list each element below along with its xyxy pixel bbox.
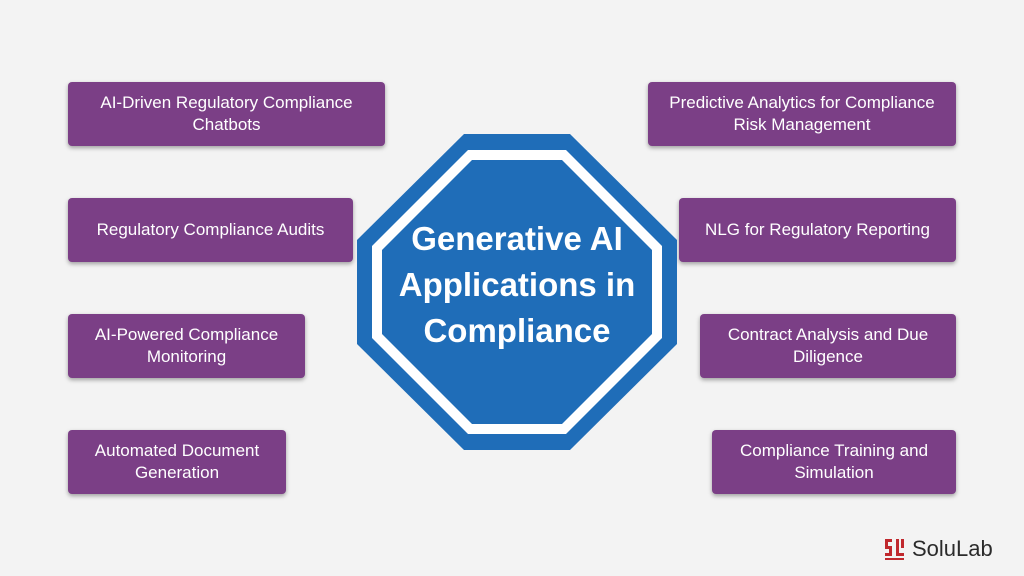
- item-left-3: AI-Powered Compliance Monitoring: [68, 314, 305, 378]
- solulab-logo: SoluLab: [884, 536, 993, 562]
- item-left-1: AI-Driven Regulatory Compliance Chatbots: [68, 82, 385, 146]
- center-title: Generative AI Applications in Compliance: [398, 220, 636, 349]
- item-right-1: Predictive Analytics for Compliance Risk…: [648, 82, 956, 146]
- item-left-4: Automated Document Generation: [68, 430, 286, 494]
- item-right-4: Compliance Training and Simulation: [712, 430, 956, 494]
- item-left-2: Regulatory Compliance Audits: [68, 198, 353, 262]
- solulab-logo-icon: [885, 539, 904, 560]
- center-octagon: Generative AI Applications in Compliance: [352, 130, 682, 454]
- item-right-2: NLG for Regulatory Reporting: [679, 198, 956, 262]
- octagon-shape: [357, 134, 677, 450]
- brand-name: SoluLab: [912, 536, 993, 561]
- item-right-3: Contract Analysis and Due Diligence: [700, 314, 956, 378]
